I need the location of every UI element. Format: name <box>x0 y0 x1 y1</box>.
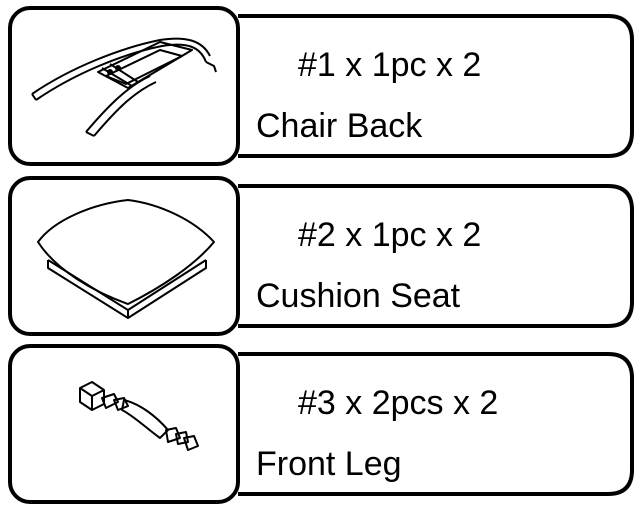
front-leg-icon <box>79 381 199 451</box>
part-quantity: #1 x 1pc x 2 <box>298 46 482 84</box>
part-name: Front Leg <box>256 445 402 483</box>
part-row-cushion-seat: #2 x 1pc x 2 Cushion Seat <box>0 176 642 336</box>
part-row-chair-back: #1 x 1pc x 2 Chair Back <box>0 6 642 166</box>
chair-back-icon <box>31 37 217 137</box>
part-quantity: #2 x 1pc x 2 <box>298 216 482 254</box>
part-row-front-leg: #3 x 2pcs x 2 Front Leg <box>0 344 642 504</box>
part-name: Chair Back <box>256 107 423 145</box>
cushion-seat-icon <box>37 199 215 319</box>
part-row-frame <box>8 344 634 504</box>
part-name: Cushion Seat <box>256 277 461 315</box>
part-quantity: #3 x 2pcs x 2 <box>298 384 499 422</box>
